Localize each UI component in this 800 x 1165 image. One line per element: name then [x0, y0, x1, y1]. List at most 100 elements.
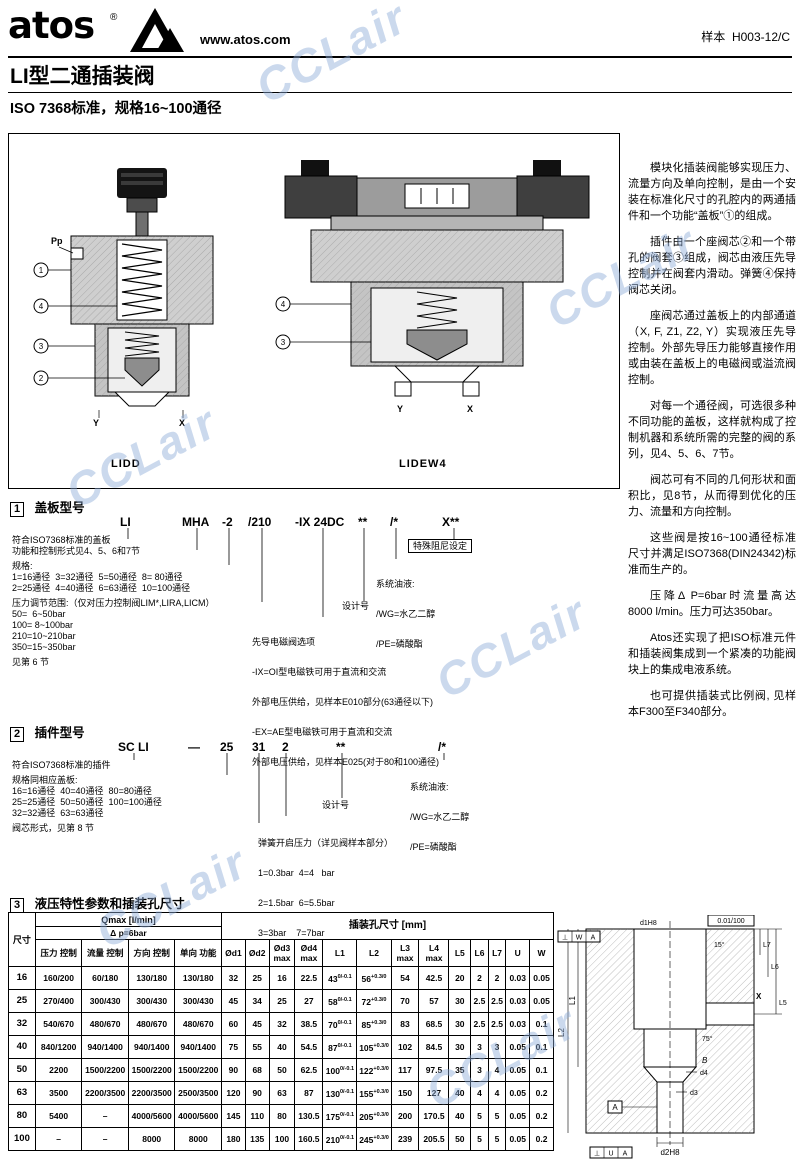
table-cell: 0.05: [505, 1127, 531, 1151]
table-cell: 1500/2200: [81, 1058, 129, 1082]
table-cell: 1500/2200: [127, 1058, 176, 1082]
port-label-y: Y: [93, 418, 99, 428]
code-part: SC LI: [118, 740, 149, 754]
table-cell: 20: [448, 966, 472, 990]
table-cell: 60/180: [81, 966, 129, 990]
table-cell: 25: [244, 966, 270, 990]
table-cell: 300/430: [81, 989, 129, 1013]
table-cell: 2200: [34, 1058, 83, 1082]
code-label: 符合ISO7368标准的插件: [12, 760, 111, 770]
table-cell: 32: [268, 1012, 296, 1036]
col-subhead: L2: [356, 939, 392, 967]
code-label: 210=10~210bar: [12, 631, 76, 641]
pilot-valve-body: [356, 177, 518, 217]
svg-text:4: 4: [39, 302, 44, 311]
section2-title: 插件型号: [34, 726, 85, 740]
damping-setting-label: 特殊阻尼设定: [408, 539, 473, 553]
registered-mark: ®: [110, 12, 118, 23]
table-cell: 5400: [34, 1104, 83, 1128]
code-label: 符合ISO7368标准的盖板: [12, 535, 111, 545]
table-cell: 8000: [127, 1127, 176, 1151]
table-cell: 127: [418, 1081, 450, 1105]
col-subhead: Ød4 max: [294, 939, 324, 967]
intro-paragraph: 压降Δ P=6bar时流量高达8000 l/min。压力可达350bar。: [628, 590, 796, 618]
table-cell: 30: [448, 1035, 472, 1059]
code-part: /*: [438, 740, 447, 754]
table-cell: 40: [448, 1081, 472, 1105]
table-cell: 0.05: [529, 989, 554, 1013]
intro-paragraph: 模块化插装阀能够实现压力、流量方向及单向控制，是由一个安装在标准化尺寸的孔腔内的…: [628, 162, 796, 222]
spring-line: 2=1.5bar 6=5.5bar: [258, 898, 335, 908]
table-cell: 32: [221, 966, 246, 990]
code-leader-lines: [127, 528, 455, 617]
table-cell: 150: [390, 1081, 420, 1105]
table-cell: 4: [470, 1081, 489, 1105]
table-cell: 1500/2200: [174, 1058, 223, 1082]
table-cell: 22.5: [294, 966, 324, 990]
table-cell: 105+0.3/0: [356, 1035, 392, 1059]
valve-seat: [393, 365, 481, 383]
svg-text:A: A: [623, 1151, 628, 1158]
code-part: 31: [252, 740, 266, 754]
row-header-size: 16: [8, 966, 36, 990]
table-cell: 50: [268, 1058, 296, 1082]
dim-label-d2: d2H8: [660, 1148, 680, 1157]
table-cell: 8000: [174, 1127, 223, 1151]
port-label-pp: Pp: [51, 236, 63, 246]
table-cell: 2500/3500: [174, 1081, 223, 1105]
table-cell: 0.1: [529, 1012, 554, 1036]
dim-label-angle-mid: 75°: [702, 1035, 713, 1043]
dimension-lines: [567, 928, 782, 1147]
col-subhead: Ød2: [244, 939, 270, 967]
intro-column: 模块化插装阀能够实现压力、流量方向及单向控制，是由一个安装在标准化尺寸的孔腔内的…: [628, 160, 796, 730]
code-label: 1=16通径 3=32通径 5=50通径 8= 80通径: [12, 572, 183, 582]
table-cell: 245+0.3/0: [356, 1127, 392, 1151]
table-cell: 2.5: [470, 1012, 489, 1036]
dim-label-L5: L5: [779, 1000, 787, 1007]
table-cell: 56+0.3/0: [356, 966, 392, 990]
poppet-spring: [124, 331, 160, 357]
website-url[interactable]: www.atos.com: [200, 32, 291, 47]
adjustment-knob: [117, 168, 167, 237]
svg-text:⊥: ⊥: [594, 1151, 600, 1158]
fluid-options: 系统油液: /WG=水乙二醇 /PE=磷酸酯: [376, 559, 435, 669]
design-number-label: 设计号: [322, 800, 350, 810]
svg-text:0.01/100: 0.01/100: [717, 918, 744, 925]
row-header-size: 63: [8, 1081, 36, 1105]
table-cell: 83: [390, 1012, 420, 1036]
svg-text:3: 3: [39, 342, 44, 351]
pilot-solenoid-options: 先导电磁阀选项 -IX=OI型电磁铁可用于直流和交流 外部电压供给，见样本E01…: [252, 617, 439, 787]
table-cell: 0.03: [505, 989, 531, 1013]
table-cell: 117: [390, 1058, 420, 1082]
table-cell: 120: [221, 1081, 246, 1105]
table-cell: 54: [390, 966, 420, 990]
datum-frame-left: ⊥ W A: [557, 930, 601, 943]
dim-label-L6: L6: [771, 964, 779, 971]
code-label: 25=25通径 50=50通径 100=100通径: [12, 797, 162, 807]
table-cell: 4: [487, 1058, 507, 1082]
table-cell: 35: [448, 1058, 472, 1082]
figure-caption-lidew4: LIDEW4: [399, 458, 447, 470]
fluid-title: 系统油液:: [376, 579, 415, 589]
atos-logo-text: atos: [8, 4, 95, 47]
table-cell: 30: [448, 989, 472, 1013]
valve-drawing-lidd: Pp Y X 1 4 3 2: [33, 168, 214, 428]
solenoid-line: -IX=OI型电磁铁可用于直流和交流: [252, 667, 387, 677]
poppet: [124, 357, 160, 387]
col-subhead: L5: [448, 939, 472, 967]
table-cell: 160.5: [294, 1127, 324, 1151]
code-label: 功能和控制形式见4、5、6和7节: [12, 546, 141, 556]
table-cell: 30: [448, 1012, 472, 1036]
cartridge-code-diagram: SC LI — 25 31 2 ** /* 符合ISO7368标准的插件 规格同…: [10, 738, 618, 938]
table-cell: 3: [470, 1035, 489, 1059]
title-rule: [8, 92, 792, 93]
table-cell: 270/400: [34, 989, 83, 1013]
fluid-pe: /PE=磷酸酯: [376, 639, 423, 649]
svg-text:W: W: [576, 935, 583, 942]
dim-label-d1: d1H8: [640, 920, 657, 927]
row-header-size: 50: [8, 1058, 36, 1082]
